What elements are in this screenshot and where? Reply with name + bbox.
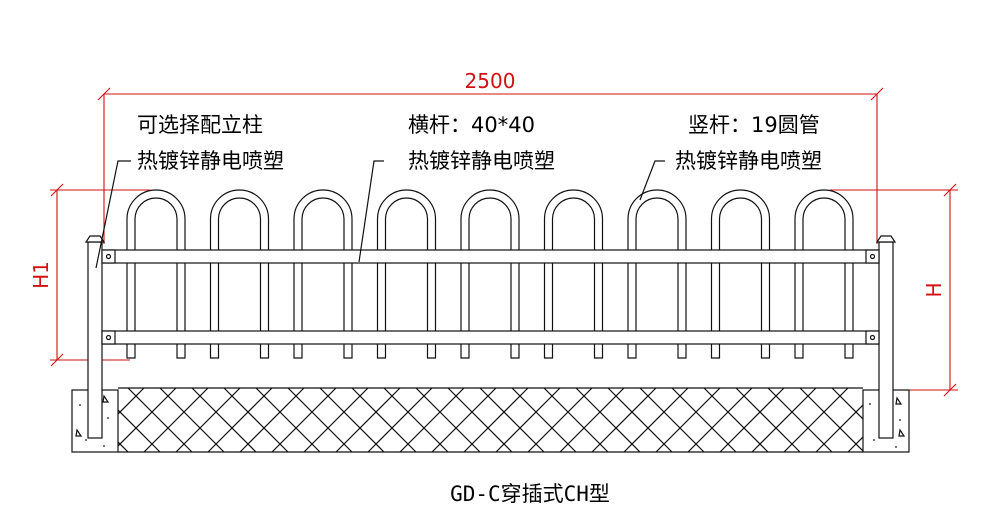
rail-spec-label: 横杆：40*40 (408, 113, 535, 137)
right-height-label: H (922, 282, 946, 297)
right-post (865, 235, 897, 439)
post-note-label: 可选择配立柱 (137, 113, 263, 137)
bottom-rail (99, 330, 885, 345)
width-dimension: 2500 (97, 69, 884, 244)
paving-ground (118, 387, 863, 453)
leader-lines (95, 160, 665, 269)
picket-finish-label: 热镀锌静电喷塑 (675, 149, 822, 173)
drawing-caption: GD-C穿插式CH型 (450, 482, 610, 506)
left-height-dimension: H1 (29, 183, 150, 367)
top-rail (99, 249, 885, 264)
post-finish-label: 热镀锌静电喷塑 (137, 149, 284, 173)
left-height-label: H1 (29, 261, 53, 289)
picket-spec-label: 竖杆：19圆管 (688, 113, 820, 137)
left-post (84, 235, 116, 439)
fence-rails (99, 249, 885, 345)
width-dimension-label: 2500 (465, 69, 516, 93)
rail-finish-label: 热镀锌静电喷塑 (408, 149, 555, 173)
